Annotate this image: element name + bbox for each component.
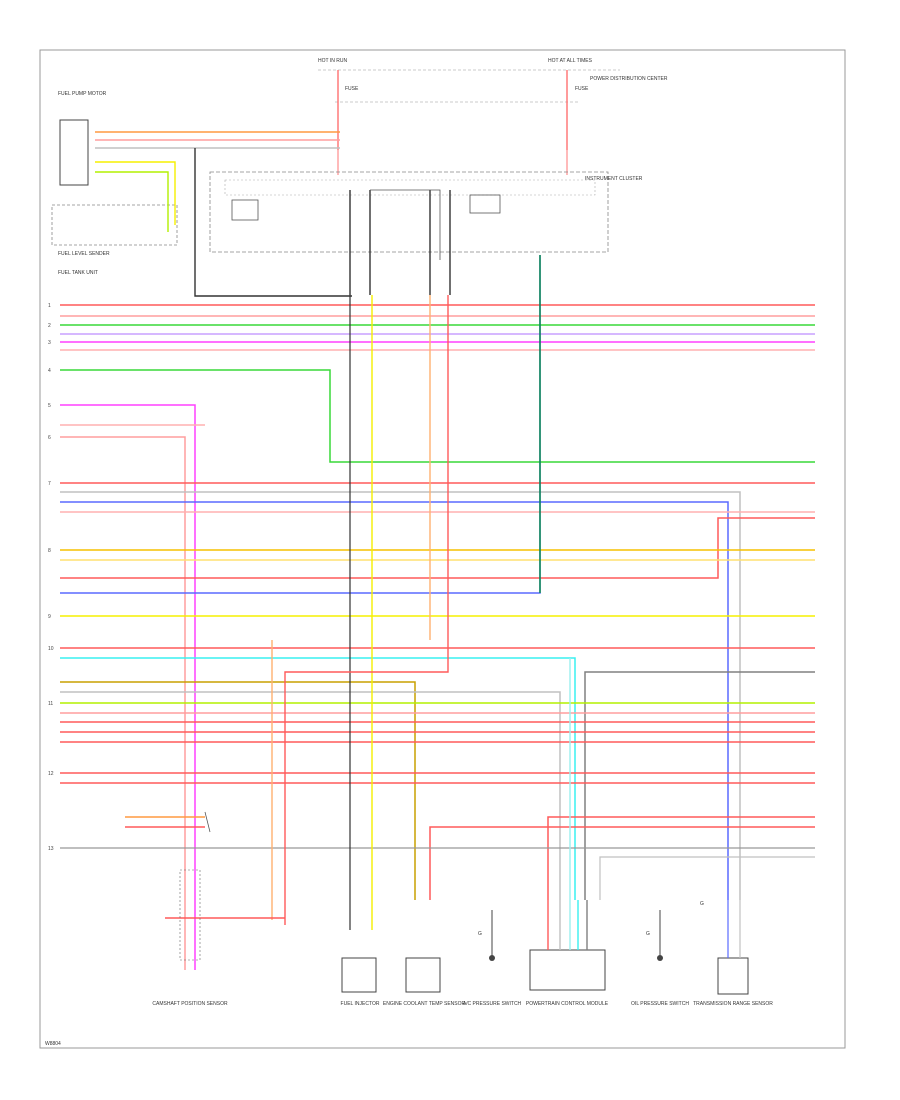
- component-2-label: FUEL INJECTOR: [341, 1001, 380, 1007]
- fuel-wire-lime: [95, 171, 169, 232]
- wire-h-11: [60, 501, 729, 900]
- wire-h-31: [429, 826, 815, 900]
- ground-left: [489, 955, 495, 961]
- fuel-pump-motor-label: FUEL PUMP MOTOR: [58, 91, 107, 97]
- instrument-cluster-label: INSTRUMENT CLUSTER: [585, 176, 643, 182]
- fuel-wire-yellow: [95, 161, 176, 225]
- pin-l-12: 12: [48, 771, 54, 777]
- pin-l-9: 9: [48, 614, 51, 620]
- wire-h-30: [547, 816, 815, 900]
- component-4-label: A/C PRESSURE SWITCH: [463, 1001, 522, 1007]
- component-1-connector: [179, 869, 201, 961]
- component-1-label: CAMSHAFT POSITION SENSOR: [152, 1001, 228, 1007]
- wire-h-13: [60, 517, 815, 579]
- fuse-right-label: FUSE: [575, 86, 589, 92]
- ground-left-label: G: [478, 931, 482, 937]
- component-5-box: [529, 949, 606, 991]
- component-2-box: [341, 957, 377, 993]
- wire-h-21: [60, 681, 416, 900]
- fuel-level-sender-label: FUEL LEVEL SENDER: [58, 251, 110, 257]
- component-3-label: ENGINE COOLANT TEMP SENSOR: [383, 1001, 466, 1007]
- pin-l-5: 5: [48, 403, 51, 409]
- hot-in-run-label: HOT IN RUN: [318, 58, 347, 64]
- cluster-wire-a: [370, 189, 441, 260]
- vertical-drops: [271, 255, 571, 930]
- component-6-label: OIL PRESSURE SWITCH: [631, 1001, 689, 1007]
- ground-right-label: G: [700, 901, 704, 907]
- wire-h-20: [584, 671, 815, 900]
- fuse-left-label: FUSE: [345, 86, 359, 92]
- wire-pink-drop: [60, 436, 186, 970]
- diagram-code: W8804: [45, 1041, 61, 1047]
- pin-l-6: 6: [48, 435, 51, 441]
- pin-l-8: 8: [48, 548, 51, 554]
- lmc-switch: [204, 811, 211, 833]
- left-mid-connector: [125, 811, 285, 919]
- instrument-cluster-box: [209, 171, 609, 253]
- wire-h-22: [60, 691, 561, 900]
- pin-l-3: 3: [48, 340, 51, 346]
- component-7-label: TRANSMISSION RANGE SENSOR: [693, 1001, 773, 1007]
- component-3-box: [405, 957, 441, 993]
- power-dist-center-label: POWER DISTRIBUTION CENTER: [590, 76, 668, 82]
- hot-at-all-times-label: HOT AT ALL TIMES: [548, 58, 593, 64]
- wire-h-7: [60, 369, 815, 463]
- pin-l-4: 4: [48, 368, 51, 374]
- fuel-tank-unit-label: FUEL TANK UNIT: [58, 270, 98, 276]
- ground-mid-label: G: [646, 931, 650, 937]
- pin-l-11: 11: [48, 701, 53, 707]
- pin-l-7: 7: [48, 481, 51, 487]
- fuel-wire-dark: [194, 148, 352, 297]
- wire-h-19: [60, 657, 576, 900]
- fuel-tank-unit: FUEL PUMP MOTOR FUEL LEVEL SENDER FUEL T…: [51, 91, 352, 297]
- ground-mid: [657, 955, 663, 961]
- wire-h-33: [599, 856, 815, 900]
- diagram-frame: [39, 49, 846, 1049]
- harness-wires: [60, 255, 815, 970]
- pin-l-10: 10: [48, 646, 54, 652]
- cluster-gauge: [231, 199, 259, 221]
- pin-l-2: 2: [48, 323, 51, 329]
- component-7-box: [717, 957, 749, 995]
- component-5-label: POWERTRAIN CONTROL MODULE: [526, 1001, 609, 1007]
- cluster-inner: [224, 179, 596, 196]
- drop-4: [284, 295, 449, 925]
- power-section: HOT IN RUN HOT AT ALL TIMES FUSE FUSE PO…: [209, 58, 668, 295]
- left-pin-numbers: 1 2 3 4 5 6 7 8 9 10 11 12 13: [48, 303, 54, 852]
- fuel-pump-box: [59, 119, 89, 186]
- bottom-components: CAMSHAFT POSITION SENSOR FUEL INJECTOR E…: [152, 869, 773, 1007]
- cluster-part-mid: [469, 194, 501, 214]
- fuel-sender-box: [51, 204, 178, 246]
- pin-l-1: 1: [48, 303, 51, 309]
- wire-magenta-drop: [60, 404, 196, 970]
- pin-l-13: 13: [48, 846, 54, 852]
- wire-h-10: [60, 491, 741, 900]
